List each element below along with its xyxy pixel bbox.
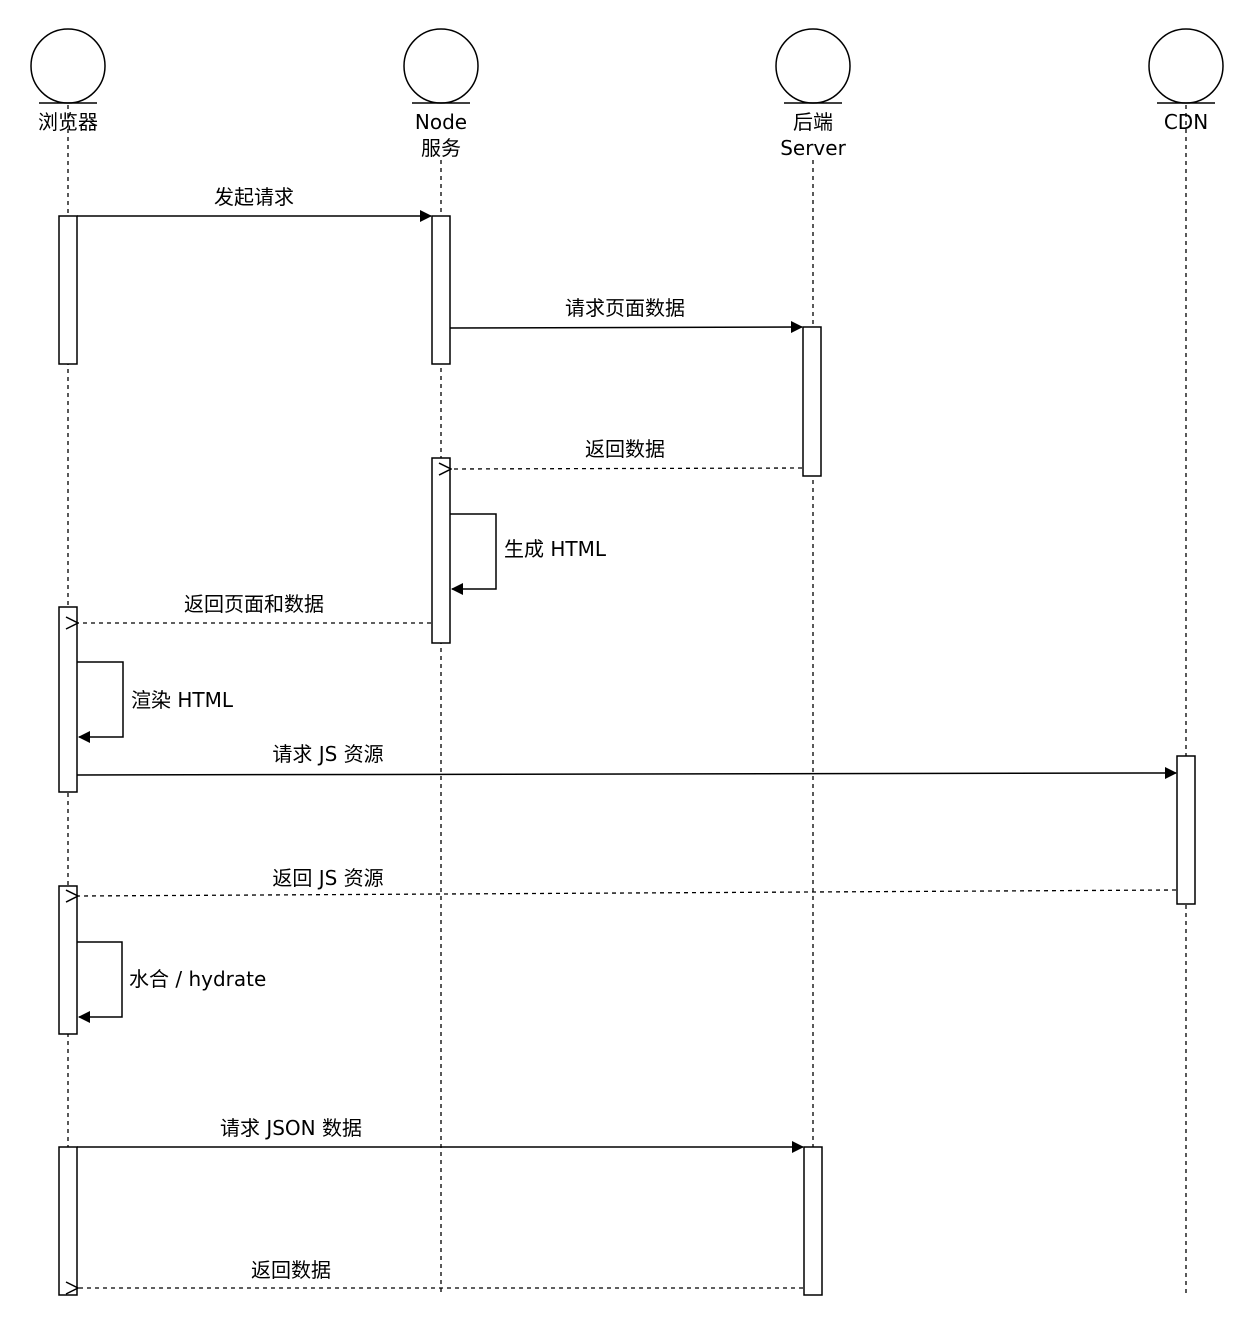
message-m3: 返回数据 — [451, 437, 803, 469]
message-m5: 返回页面和数据 — [78, 592, 431, 623]
message-label: 返回页面和数据 — [184, 592, 324, 616]
message-m6: 渲染 HTML — [77, 661, 234, 743]
participant-browser: 浏览器 — [30, 28, 106, 134]
message-label: 发起请求 — [214, 185, 294, 209]
activation-bar — [58, 215, 78, 365]
message-label: 返回数据 — [251, 1258, 331, 1282]
message-arrow — [449, 321, 803, 334]
message-label: 请求 JS 资源 — [272, 742, 383, 766]
activations — [58, 215, 1196, 1296]
activation-bar — [431, 457, 451, 644]
entity-icon — [775, 28, 851, 104]
message-label: 请求 JSON 数据 — [220, 1116, 362, 1140]
activation-bar — [1176, 755, 1196, 905]
activation-bar — [58, 885, 78, 1035]
message-arrow — [76, 767, 1177, 780]
entity-icon — [403, 28, 479, 104]
message-m4: 生成 HTML — [450, 513, 607, 595]
activation-bar — [58, 606, 78, 793]
self-message-arrow — [450, 513, 497, 595]
participant-name-line2: Server — [780, 136, 846, 160]
message-label: 水合 / hydrate — [129, 967, 266, 991]
participant-name: 浏览器 — [38, 110, 98, 134]
message-m8: 返回 JS 资源 — [78, 866, 1177, 896]
message-m1: 发起请求 — [77, 185, 432, 222]
participant-name: 后端 — [793, 110, 833, 134]
message-m9: 水合 / hydrate — [77, 941, 266, 1023]
message-m2: 请求页面数据 — [449, 296, 803, 334]
message-label: 渲染 HTML — [131, 688, 234, 712]
message-label: 返回 JS 资源 — [272, 866, 383, 890]
participant-name-line2: 服务 — [421, 136, 461, 160]
activation-bar — [431, 215, 451, 365]
activation-bar — [58, 1146, 78, 1296]
message-label: 生成 HTML — [504, 537, 607, 561]
participant-name: Node — [415, 110, 467, 134]
message-arrow-return — [78, 889, 1177, 896]
activation-bar — [803, 1146, 823, 1296]
message-m7: 请求 JS 资源 — [76, 742, 1177, 780]
message-arrow-return — [451, 468, 803, 469]
participant-backend: 后端 Server — [775, 28, 851, 160]
participant-cdn: CDN — [1148, 28, 1224, 134]
message-m10: 请求 JSON 数据 — [77, 1116, 804, 1153]
participant-name: CDN — [1164, 110, 1208, 134]
message-m11: 返回数据 — [78, 1258, 803, 1288]
entity-icon — [1148, 28, 1224, 104]
self-message-arrow — [77, 941, 123, 1023]
participant-node: Node 服务 — [403, 28, 479, 160]
message-label: 请求页面数据 — [565, 296, 685, 320]
activation-bar — [802, 326, 822, 477]
entity-icon — [30, 28, 106, 104]
message-label: 返回数据 — [585, 437, 665, 461]
self-message-arrow — [77, 661, 124, 743]
